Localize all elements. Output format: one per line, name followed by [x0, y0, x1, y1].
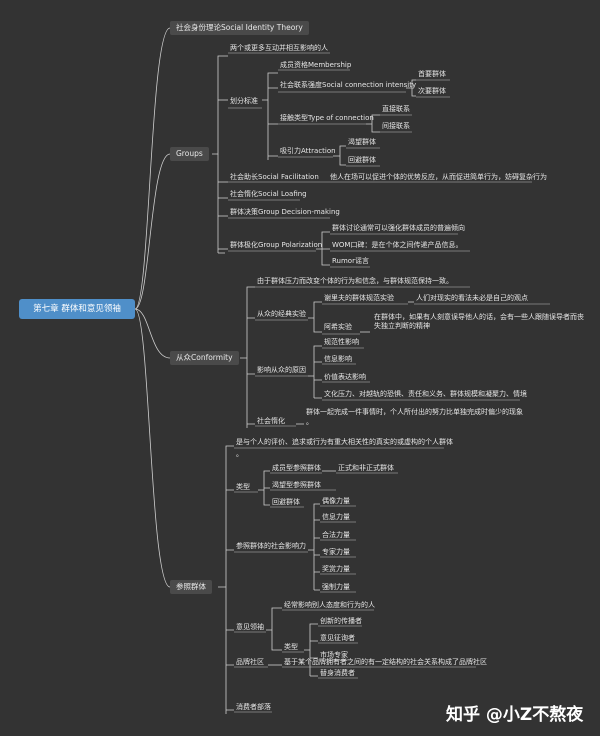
conformity-informational[interactable]: 信息影响: [324, 355, 352, 363]
conformity-value-expressive[interactable]: 价值表达影响: [324, 373, 366, 381]
reference-coercive-power[interactable]: 强制力量: [322, 583, 350, 591]
conformity-asch-desc[interactable]: 在群体中，如果有人刻意误导他人的话，会有一些人跟随误导者而丧失独立判断的精神: [374, 313, 584, 330]
groups-secondary[interactable]: 次要群体: [418, 87, 446, 95]
groups-definition[interactable]: 两个或更多互动并相互影响的人: [230, 44, 328, 52]
groups-polarization-desc[interactable]: 群体讨论通常可以强化群体成员的普遍倾向: [332, 224, 465, 232]
groups-avoidance[interactable]: 回避群体: [348, 156, 376, 164]
groups-connection-intensity[interactable]: 社会联系强度Social connection intensity: [280, 81, 417, 89]
branch-conformity[interactable]: 从众Conformity: [170, 351, 239, 365]
conformity-loafing-desc[interactable]: 群体一起完成一件事情时，个人所付出的努力比单独完成时偏少的现象: [306, 408, 523, 416]
groups-facilitation-desc[interactable]: 他人在场可以促进个体的优势反应，从而促进简单行为，妨碍复杂行为: [330, 173, 547, 181]
branch-reference-group[interactable]: 参照群体: [170, 580, 212, 594]
branch-social-identity-theory[interactable]: 社会身份理论Social Identity Theory: [170, 21, 309, 35]
groups-direct[interactable]: 直接联系: [382, 105, 410, 113]
groups-indirect[interactable]: 间接联系: [382, 122, 410, 130]
groups-wom[interactable]: WOM口碑：是在个体之间传递产品信息。: [332, 241, 463, 249]
groups-aspirational[interactable]: 渴望群体: [348, 138, 376, 146]
reference-surrogate-consumer[interactable]: 替身消费者: [320, 669, 355, 677]
reference-referent-power[interactable]: 偶像力量: [322, 497, 350, 505]
reference-definition[interactable]: 是与个人的评价、追求或行为有重大相关性的真实的或虚构的个人群体: [236, 438, 453, 446]
reference-avoidance-group[interactable]: 回避群体: [272, 498, 300, 506]
groups-classification[interactable]: 划分标准: [230, 97, 258, 105]
reference-legitimate-power[interactable]: 合法力量: [322, 531, 350, 539]
groups-attraction[interactable]: 吸引力Attraction: [280, 147, 336, 155]
reference-innovative-communicator[interactable]: 创新的传播者: [320, 617, 362, 625]
conformity-asch[interactable]: 阿希实验: [324, 323, 352, 331]
reference-aspirational-group[interactable]: 渴望型参照群体: [272, 481, 321, 489]
conformity-reasons[interactable]: 影响从众的原因: [257, 366, 306, 374]
groups-rumor[interactable]: Rumor谣言: [332, 257, 369, 265]
reference-social-power[interactable]: 参照群体的社会影响力: [236, 542, 306, 550]
groups-primary[interactable]: 首要群体: [418, 70, 446, 78]
reference-reward-power[interactable]: 奖赏力量: [322, 565, 350, 573]
reference-opinion-seeker[interactable]: 意见征询者: [320, 634, 355, 642]
reference-consumer-tribe[interactable]: 消费者部落: [236, 703, 271, 711]
reference-market-maven[interactable]: 市场专家: [320, 651, 348, 659]
reference-expert-power[interactable]: 专家力量: [322, 548, 350, 556]
conformity-sherif[interactable]: 谢里夫的群体规范实验: [324, 294, 394, 302]
reference-opinion-leader[interactable]: 意见领袖: [236, 623, 264, 631]
reference-leader-desc[interactable]: 经常影响别人态度和行为的人: [284, 601, 375, 609]
reference-information-power[interactable]: 信息力量: [322, 513, 350, 521]
reference-formal-informal[interactable]: 正式和非正式群体: [338, 464, 394, 472]
reference-types[interactable]: 类型: [236, 483, 250, 491]
watermark: 知乎 @小Z不熬夜: [446, 705, 584, 725]
groups-polarization[interactable]: 群体极化Group Polarization: [230, 241, 323, 249]
reference-member-group[interactable]: 成员型参照群体: [272, 464, 321, 472]
reference-brand-community[interactable]: 品牌社区: [236, 658, 264, 666]
reference-brand-community-desc[interactable]: 基于某个品牌拥有者之间的有一定结构的社会关系构成了品牌社区: [284, 658, 487, 666]
conformity-cultural-factors[interactable]: 文化压力、对越轨的恐惧、责任和义务、群体规模和凝聚力、情境: [324, 390, 527, 398]
groups-membership[interactable]: 成员资格Membership: [280, 61, 352, 69]
branch-groups[interactable]: Groups: [170, 147, 209, 161]
root-node[interactable]: 第七章 群体和意见领袖: [19, 299, 135, 319]
conformity-normative[interactable]: 规范性影响: [324, 338, 359, 346]
conformity-sherif-desc[interactable]: 人们对现实的看法未必是自己的观点: [416, 294, 528, 302]
conformity-loafing-tail: 。: [306, 418, 313, 426]
groups-decision-making[interactable]: 群体决策Group Decision-making: [230, 208, 340, 216]
conformity-classic-experiments[interactable]: 从众的经典实验: [257, 310, 306, 318]
groups-social-loafing[interactable]: 社会惰化Social Loafing: [230, 190, 307, 198]
conformity-social-loafing[interactable]: 社会惰化: [257, 417, 285, 425]
groups-social-facilitation[interactable]: 社会助长Social Facilitation: [230, 173, 319, 181]
reference-definition-tail: 。: [236, 450, 243, 458]
groups-connection-type[interactable]: 接触类型Type of connection: [280, 114, 374, 122]
reference-leader-types[interactable]: 类型: [284, 643, 298, 651]
conformity-definition[interactable]: 由于群体压力而改变个体的行为和信念，与群体规范保持一致。: [257, 277, 453, 285]
